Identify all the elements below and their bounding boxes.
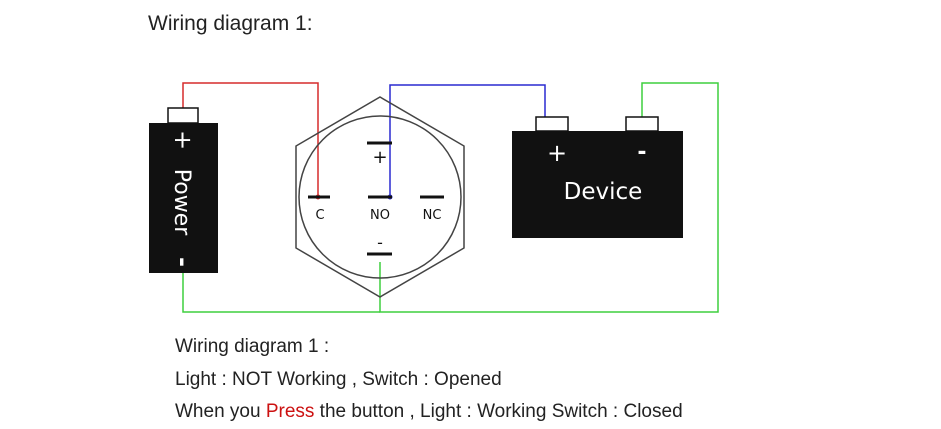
power-plus-sign: + <box>169 130 197 150</box>
caption-press-prefix: When you <box>175 401 266 422</box>
red-wire <box>182 82 319 197</box>
device-label: Device <box>564 179 643 205</box>
device-plus-sign: + <box>547 139 567 167</box>
power-battery: + Power - <box>149 107 218 273</box>
switch-hexagon <box>295 96 465 298</box>
diagram-heading: Wiring diagram 1: <box>148 12 313 35</box>
device-plus-terminal <box>535 116 569 132</box>
caption-light-status: Light : NOT Working , Switch : Opened <box>175 369 502 390</box>
switch-plus-sign: + <box>372 147 387 168</box>
switch-circle <box>298 115 462 279</box>
terminal-no-label: NO <box>370 208 390 223</box>
caption-title: Wiring diagram 1 : <box>175 336 330 357</box>
power-minus-sign: - <box>169 257 197 267</box>
switch-minus-sign: - <box>377 233 383 252</box>
terminal-c-label: C <box>315 208 324 223</box>
device-component: + - Device <box>512 116 683 238</box>
blue-wire <box>389 84 546 197</box>
device-minus-terminal <box>625 116 659 132</box>
power-label: Power <box>169 169 194 236</box>
caption-press-suffix: the button , Light : Working Switch : Cl… <box>314 401 683 422</box>
green-wire <box>379 82 719 313</box>
power-terminal <box>167 107 199 124</box>
device-body <box>512 131 683 238</box>
switch-component: + C NO NC - <box>295 96 465 298</box>
caption-press-instruction: When you Press the button , Light : Work… <box>175 401 683 423</box>
green-wire-power <box>182 273 380 313</box>
device-minus-sign: - <box>637 140 646 165</box>
caption-press-word: Press <box>265 401 315 422</box>
power-body <box>149 123 218 273</box>
terminal-nc-label: NC <box>423 208 442 223</box>
